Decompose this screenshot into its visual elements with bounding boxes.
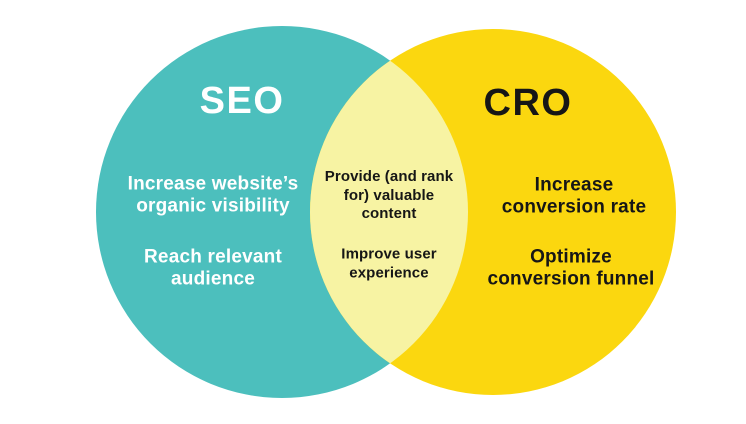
seo-item-organic-visibility: Increase website’s organic visibility xyxy=(127,173,299,216)
overlap-region xyxy=(310,29,468,395)
seo-circle-title: SEO xyxy=(199,80,285,122)
cro-item-conversion-rate: Increase conversion rate xyxy=(501,174,647,217)
cro-item-conversion-funnel: Optimize conversion funnel xyxy=(487,246,655,289)
overlap-item-user-experience: Improve user experience xyxy=(341,245,437,281)
seo-item-relevant-audience: Reach relevant audience xyxy=(144,246,282,289)
overlap-item-valuable-content: Provide (and rank for) valuable content xyxy=(324,168,454,223)
cro-circle-title: CRO xyxy=(483,82,573,124)
